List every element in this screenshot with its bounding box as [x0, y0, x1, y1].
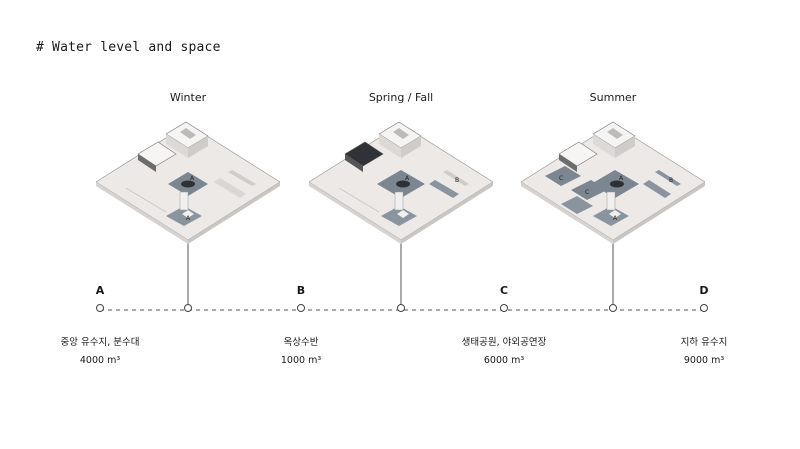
model-label-b: B — [455, 177, 459, 184]
season-title-winter: Winter — [169, 91, 207, 104]
timeline-node-spring-fall — [397, 304, 405, 312]
model-label-b: B — [669, 177, 673, 184]
model-label-c: C — [559, 175, 563, 182]
timeline-node-summer — [609, 304, 617, 312]
model-label-a: A — [190, 175, 195, 182]
stage-name-c: 생태공원, 야외공연장 — [461, 337, 547, 348]
stage-volume-d: 9000 m³ — [683, 355, 725, 366]
eco-park-pool — [571, 180, 607, 200]
model-label-c: C — [585, 189, 589, 196]
stage-name-a: 중앙 유수지, 분수대 — [60, 337, 140, 348]
spring-fall-site-model: A B — [309, 121, 493, 244]
stage-name-b: 옥상수반 — [283, 337, 319, 348]
season-title-spring-fall: Spring / Fall — [368, 91, 434, 104]
timeline-node-a — [96, 304, 104, 312]
stage-letter-a: A — [95, 284, 105, 297]
summer-site-model: A B C C A — [521, 121, 705, 244]
timeline-node-b — [297, 304, 305, 312]
timeline-node-c — [500, 304, 508, 312]
season-title-summer: Summer — [589, 91, 637, 104]
stage-volume-c: 6000 m³ — [483, 355, 525, 366]
eco-park-pool — [545, 166, 581, 186]
page-heading: # Water level and space — [36, 40, 221, 55]
stage-volume-a: 4000 m³ — [79, 355, 121, 366]
model-label-a: A — [186, 215, 191, 222]
stage-letter-b: B — [296, 284, 306, 297]
winter-site-model: A A — [96, 121, 280, 244]
model-label-a: A — [405, 175, 410, 182]
model-label-a: A — [619, 175, 624, 182]
stage-letter-c: C — [499, 284, 509, 297]
model-label-a: A — [613, 215, 618, 222]
timeline-node-d — [700, 304, 708, 312]
timeline-node-winter — [184, 304, 192, 312]
stage-letter-d: D — [699, 284, 709, 297]
stage-name-d: 지하 유수지 — [680, 337, 728, 348]
stage-volume-b: 1000 m³ — [280, 355, 322, 366]
